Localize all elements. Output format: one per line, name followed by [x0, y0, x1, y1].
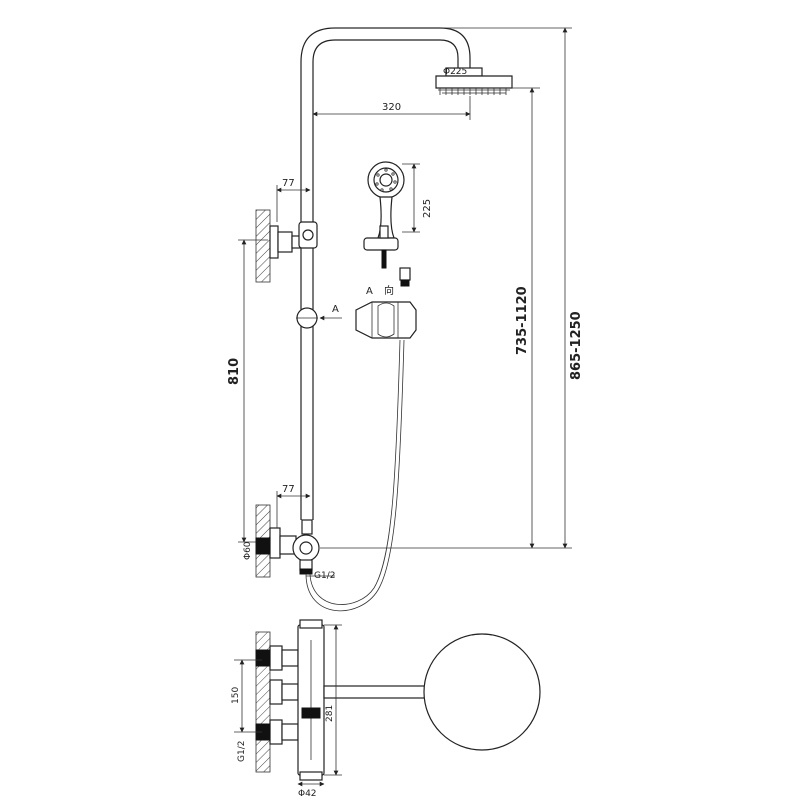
slider-holder-detail	[355, 267, 417, 339]
pipe-diameter-label: Φ42	[298, 789, 317, 799]
lower-offset-label: 77	[282, 484, 295, 495]
overhead-shower-head	[435, 67, 513, 95]
connector-diameter-label: Φ60	[243, 541, 253, 560]
upper-offset-label: 77	[282, 178, 295, 189]
side-thread-label: G1/2	[314, 571, 335, 581]
detail-right-label: 向	[384, 284, 394, 297]
upper-wall-bracket	[255, 209, 318, 283]
bottom-thread-label: G1/2	[237, 741, 247, 762]
top-view-head	[423, 633, 541, 751]
view-arrow-label: A	[332, 304, 339, 315]
total-height-label: 865-1250	[569, 311, 584, 380]
body-length-label: 281	[325, 705, 335, 722]
hand-shower	[363, 161, 405, 269]
shower-hose	[305, 339, 405, 612]
arm-length-label: 320	[382, 102, 401, 113]
front-view: Φ225 320 865-1250 735-1120 77 81	[227, 27, 584, 612]
bracket-spacing-label: 810	[227, 358, 242, 385]
head-diameter-label: Φ225	[443, 67, 467, 77]
hand-shower-height-label: 225	[422, 199, 433, 218]
adjustable-height-label: 735-1120	[515, 286, 530, 355]
detail-left-label: A	[366, 286, 373, 297]
inlet-spacing-label: 150	[231, 687, 241, 704]
riser-pipe-inner	[312, 39, 459, 520]
top-view	[255, 619, 541, 781]
lower-wall-bracket	[255, 504, 320, 578]
